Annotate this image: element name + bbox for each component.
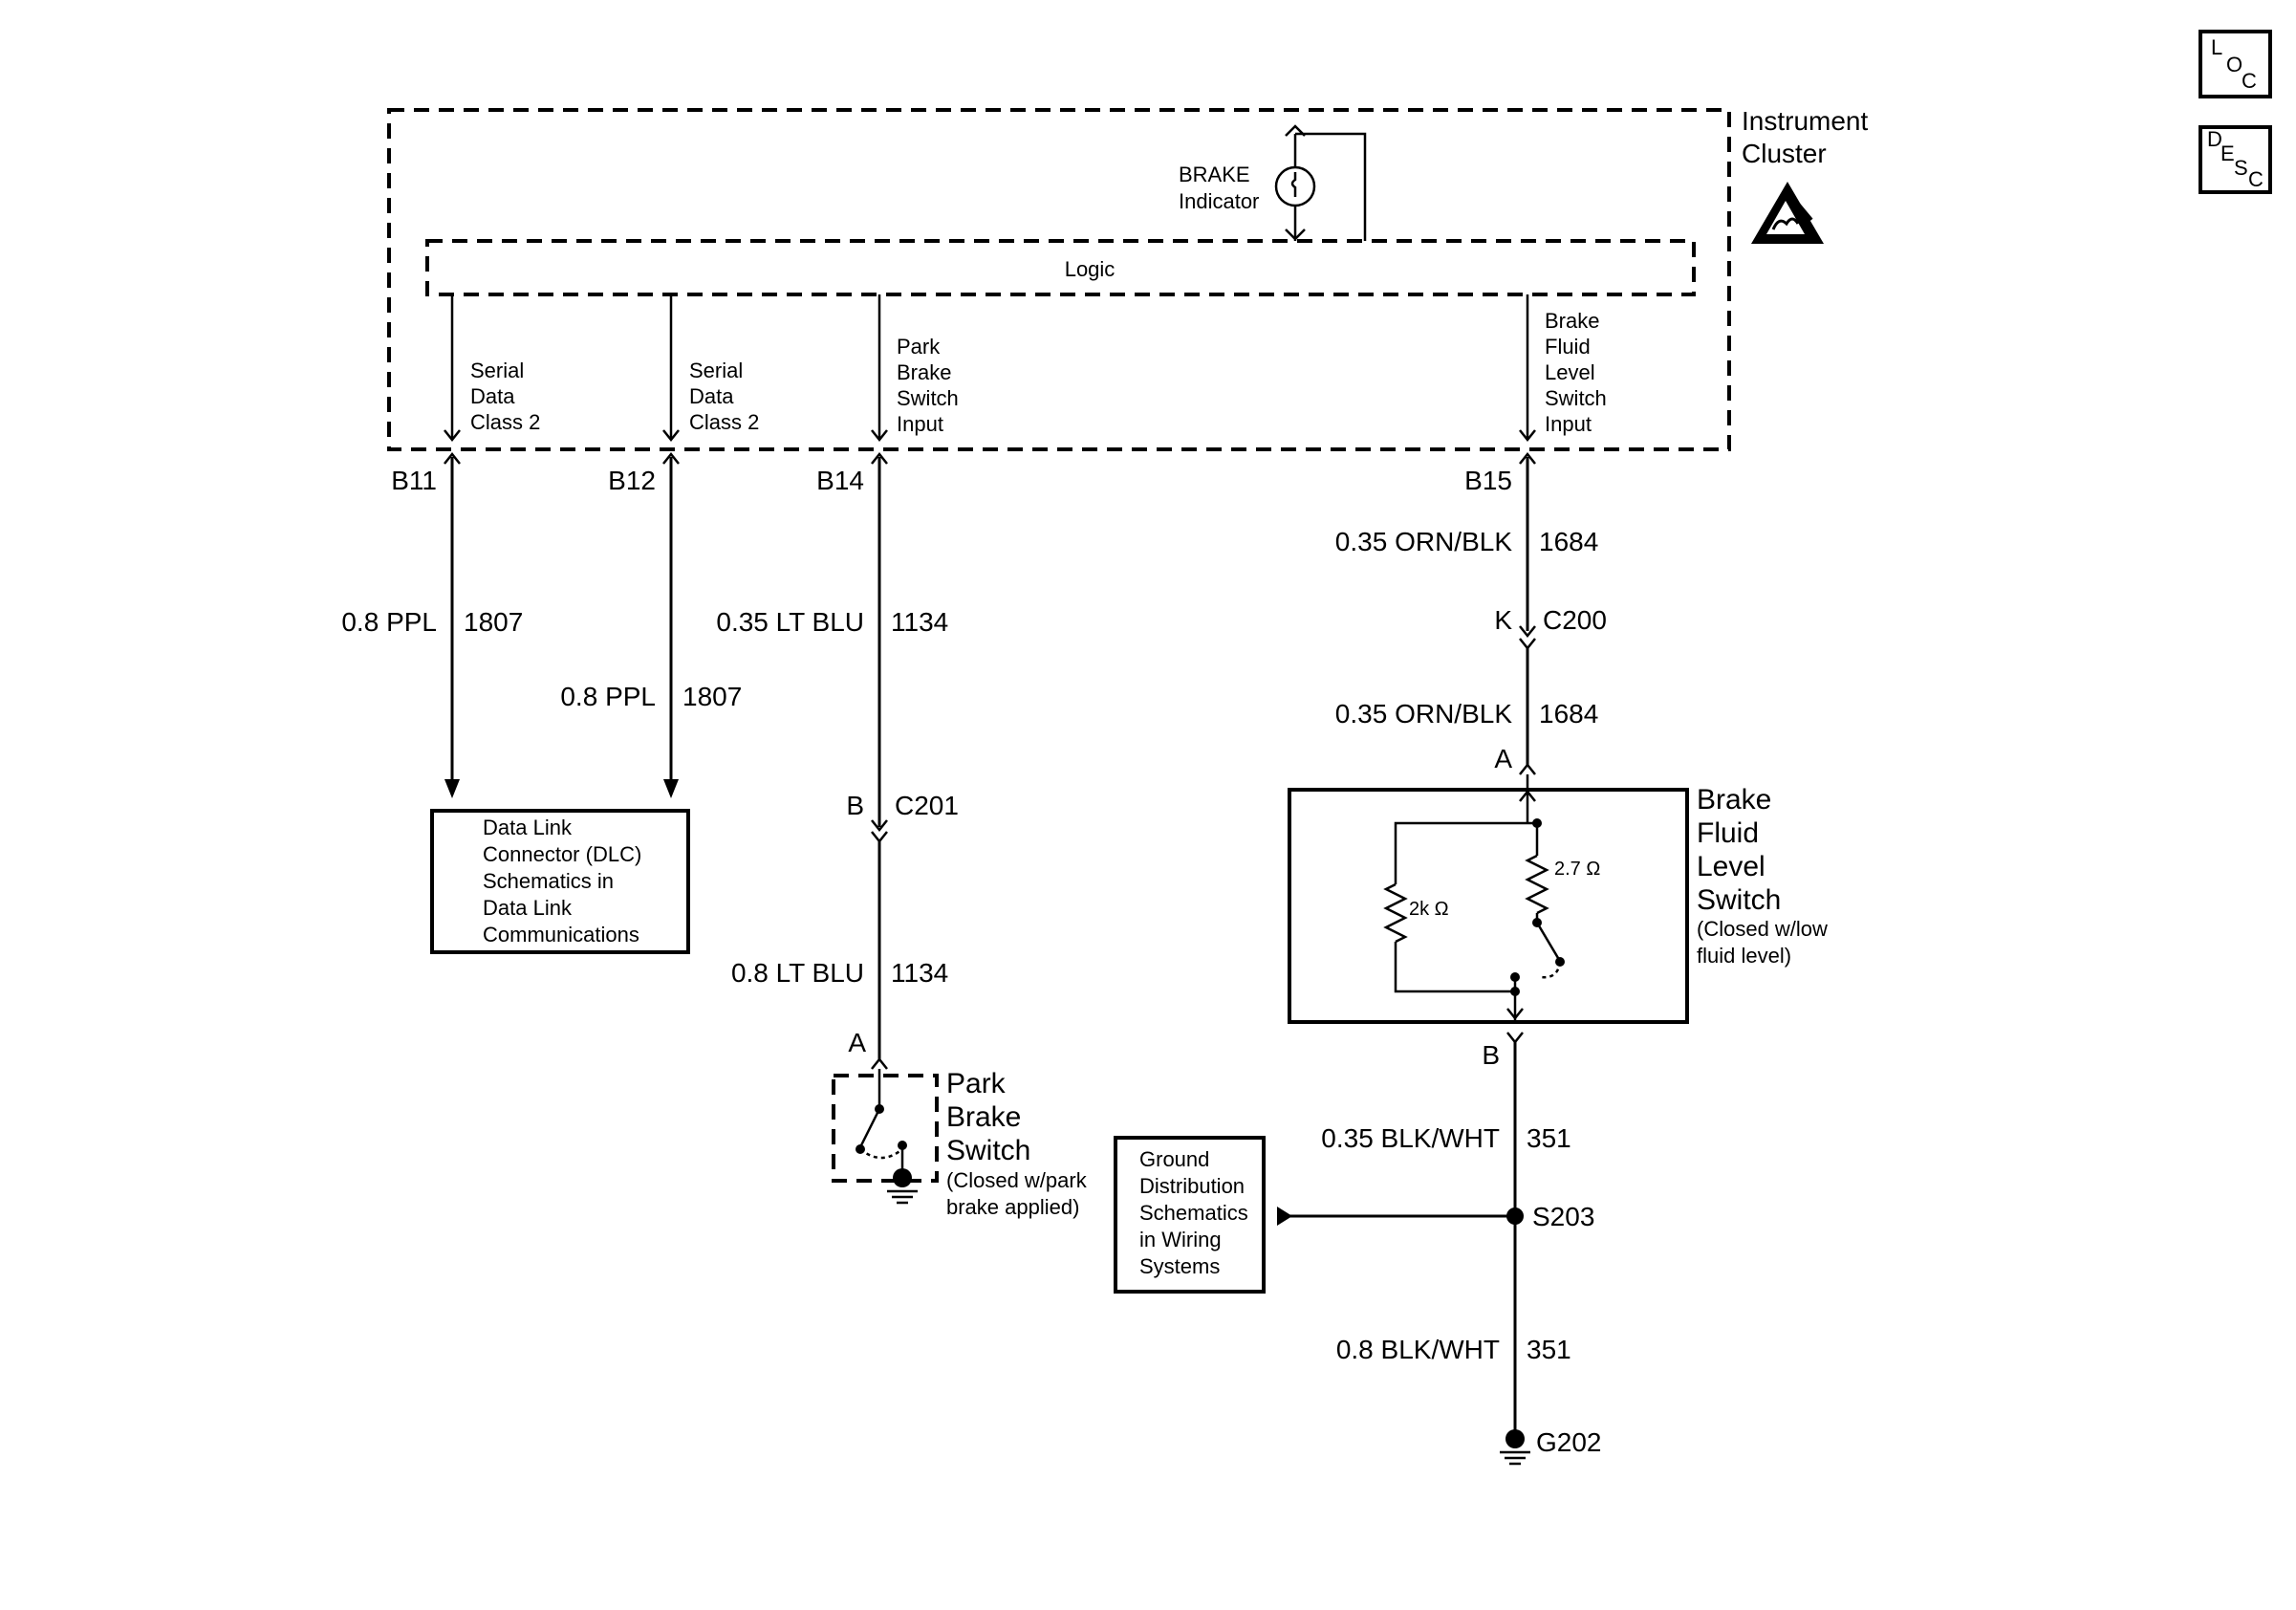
dlc-box-line-3: Schematics in bbox=[483, 869, 614, 893]
svg-text:O: O bbox=[2226, 53, 2242, 76]
fluid-switch-pin-b: B bbox=[1482, 1040, 1500, 1070]
b15-upper-wire-color: 0.35 ORN/BLK bbox=[1335, 527, 1513, 556]
svg-text:C: C bbox=[2248, 167, 2264, 191]
esd-warning-icon bbox=[1751, 182, 1824, 244]
fluid-switch-title-1: Brake bbox=[1697, 784, 1771, 816]
b14-desc-line-1: Park bbox=[897, 335, 941, 359]
svg-text:L: L bbox=[2211, 35, 2222, 59]
park-switch-title-3: Switch bbox=[946, 1135, 1030, 1166]
b12-desc-line-1: Serial bbox=[689, 359, 743, 382]
b11-desc-line-2: Data bbox=[470, 384, 515, 408]
b14-lower-circuit-number: 1134 bbox=[891, 958, 948, 988]
logic-label: Logic bbox=[1065, 257, 1116, 281]
park-switch-note-1: (Closed w/park bbox=[946, 1168, 1088, 1192]
fluid-switch-pin-a: A bbox=[1494, 744, 1512, 773]
b14-desc-line-2: Brake bbox=[897, 360, 951, 384]
fluid-switch-note-2: fluid level) bbox=[1697, 944, 1791, 968]
ground-upper-wire-color: 0.35 BLK/WHT bbox=[1321, 1123, 1500, 1153]
dlc-box-line-5: Communications bbox=[483, 923, 639, 946]
resistor-2-7-label: 2.7 Ω bbox=[1554, 859, 1600, 880]
dlc-box-line-4: Data Link bbox=[483, 896, 573, 920]
ground-distribution-reference-box[interactable] bbox=[1114, 1136, 1266, 1294]
ground-box-line-4: in Wiring bbox=[1139, 1228, 1222, 1251]
b15-desc-line-2: Fluid bbox=[1545, 335, 1591, 359]
ground-lower-circuit-number: 351 bbox=[1527, 1335, 1571, 1364]
fluid-switch-title-2: Fluid bbox=[1697, 817, 1759, 849]
c200-pin: K bbox=[1494, 605, 1512, 635]
dlc-reference-box[interactable] bbox=[430, 809, 690, 954]
b15-pin: B15 bbox=[1464, 466, 1512, 495]
ground-box-line-2: Distribution bbox=[1139, 1174, 1245, 1198]
circuit-b12 bbox=[662, 294, 680, 798]
dlc-box-line-2: Connector (DLC) bbox=[483, 842, 641, 866]
park-switch-note-2: brake applied) bbox=[946, 1195, 1079, 1219]
b12-circuit-number: 1807 bbox=[682, 682, 742, 711]
loc-button[interactable]: L O C bbox=[2199, 30, 2272, 98]
splice-s203: S203 bbox=[1532, 1202, 1594, 1231]
svg-text:E: E bbox=[2220, 141, 2235, 165]
ground-box-line-5: Systems bbox=[1139, 1254, 1220, 1278]
circuit-b14 bbox=[871, 294, 888, 1070]
brake-fluid-level-switch bbox=[1288, 774, 1689, 1024]
b12-desc-line-3: Class 2 bbox=[689, 410, 759, 434]
ground-upper-circuit-number: 351 bbox=[1527, 1123, 1571, 1153]
cluster-title-line-2: Cluster bbox=[1742, 139, 1827, 168]
b14-desc-line-3: Switch bbox=[897, 386, 959, 410]
park-switch-title-1: Park bbox=[946, 1068, 1007, 1099]
b11-desc-line-1: Serial bbox=[470, 359, 524, 382]
fluid-switch-note-1: (Closed w/low bbox=[1697, 917, 1828, 941]
ground-box-line-1: Ground bbox=[1139, 1147, 1209, 1171]
cluster-title-line-1: Instrument bbox=[1742, 106, 1868, 136]
b15-lower-wire-color: 0.35 ORN/BLK bbox=[1335, 699, 1513, 729]
fluid-switch-title-4: Switch bbox=[1697, 884, 1781, 916]
svg-text:C: C bbox=[2242, 69, 2257, 93]
b15-desc-line-1: Brake bbox=[1545, 309, 1599, 333]
park-switch-pin: A bbox=[848, 1028, 866, 1057]
park-brake-switch bbox=[832, 1069, 939, 1205]
b15-lower-circuit-number: 1684 bbox=[1539, 699, 1598, 729]
b15-desc-line-4: Switch bbox=[1545, 386, 1607, 410]
b12-wire-color: 0.8 PPL bbox=[560, 682, 656, 711]
brake-indicator-lamp bbox=[1274, 124, 1367, 241]
desc-button[interactable]: D E S C bbox=[2199, 125, 2272, 194]
b15-upper-circuit-number: 1684 bbox=[1539, 527, 1598, 556]
c200-connector: C200 bbox=[1543, 605, 1607, 635]
brake-indicator-line-2: Indicator bbox=[1179, 189, 1259, 213]
b11-desc-line-3: Class 2 bbox=[470, 410, 540, 434]
ground-lower-wire-color: 0.8 BLK/WHT bbox=[1336, 1335, 1500, 1364]
dlc-box-line-1: Data Link bbox=[483, 816, 573, 839]
c201-connector: C201 bbox=[895, 791, 959, 820]
svg-text:D: D bbox=[2207, 127, 2222, 151]
brake-indicator-line-1: BRAKE bbox=[1179, 163, 1250, 186]
ground-box-line-3: Schematics bbox=[1139, 1201, 1248, 1225]
resistor-2k-label: 2k Ω bbox=[1409, 899, 1449, 920]
fluid-switch-title-3: Level bbox=[1697, 851, 1765, 882]
b12-desc-line-2: Data bbox=[689, 384, 734, 408]
c201-pin: B bbox=[846, 791, 864, 820]
b14-lower-wire-color: 0.8 LT BLU bbox=[731, 958, 864, 988]
b14-upper-circuit-number: 1134 bbox=[891, 607, 948, 637]
ground-g202: G202 bbox=[1536, 1427, 1602, 1457]
ground-circuit bbox=[1277, 1032, 1530, 1466]
b15-desc-line-3: Level bbox=[1545, 360, 1595, 384]
svg-text:S: S bbox=[2234, 156, 2248, 180]
b11-wire-color: 0.8 PPL bbox=[341, 607, 437, 637]
b11-pin: B11 bbox=[391, 466, 437, 495]
b11-circuit-number: 1807 bbox=[464, 607, 523, 637]
b14-upper-wire-color: 0.35 LT BLU bbox=[716, 607, 864, 637]
b15-desc-line-5: Input bbox=[1545, 412, 1592, 436]
park-switch-title-2: Brake bbox=[946, 1101, 1021, 1133]
circuit-b11 bbox=[444, 294, 461, 798]
instrument-cluster-outline bbox=[387, 108, 1731, 451]
circuit-b15 bbox=[1519, 294, 1536, 775]
logic-box bbox=[425, 239, 1696, 296]
b12-pin: B12 bbox=[608, 466, 656, 495]
b14-desc-line-4: Input bbox=[897, 412, 943, 436]
b14-pin: B14 bbox=[816, 466, 864, 495]
